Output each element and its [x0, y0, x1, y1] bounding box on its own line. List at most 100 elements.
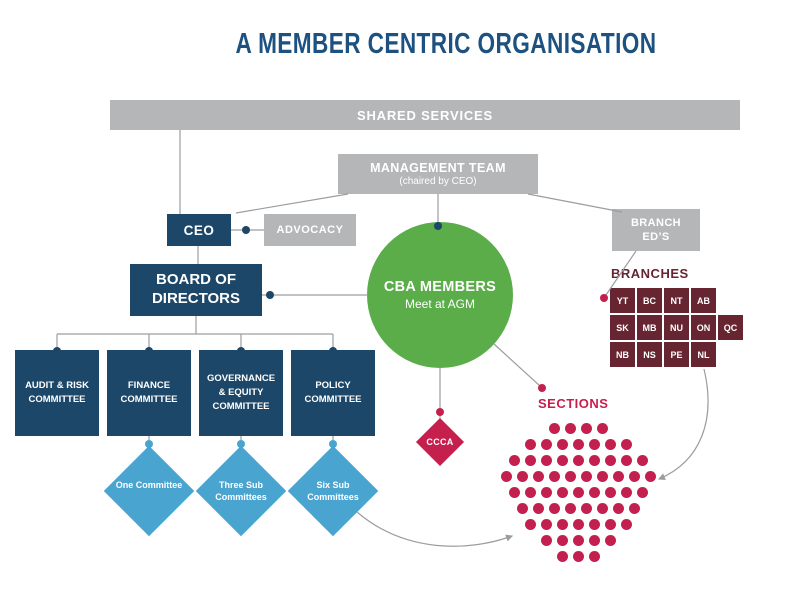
policy-committee-box: POLICY COMMITTEE [291, 350, 375, 436]
section-member-dot [548, 422, 560, 434]
audit-risk-committee-box: AUDIT & RISK COMMITTEE [15, 350, 99, 436]
sections-heading: SECTIONS [538, 396, 609, 411]
ceo-label: CEO [183, 222, 215, 238]
section-member-dot [572, 454, 584, 466]
ceo-box: CEO [167, 214, 231, 246]
cba-members-label: CBA MEMBERS [383, 279, 497, 295]
section-member-dot [612, 502, 624, 514]
governance-equity-committee-box: GOVERNANCE & EQUITY COMMITTEE [199, 350, 283, 436]
section-member-dot [556, 534, 568, 546]
management-team-label: MANAGEMENT TEAM [370, 161, 506, 175]
section-member-dot [540, 486, 552, 498]
section-member-dot [572, 534, 584, 546]
branch-cell: AB [691, 288, 716, 313]
branches-row-3: NB NS PE NL [610, 342, 743, 367]
section-member-dot [588, 454, 600, 466]
section-member-dot [556, 518, 568, 530]
board-of-directors-label: BOARD OF DIRECTORS [151, 271, 241, 307]
policy-committee-label: POLICY COMMITTEE [304, 380, 362, 405]
section-member-dot [620, 454, 632, 466]
section-member-dot [556, 486, 568, 498]
shared-services-label: SHARED SERVICES [356, 107, 493, 123]
branch-cell: NB [610, 342, 635, 367]
branch-eds-label-line1: BRANCH [630, 216, 682, 229]
branch-cell: NS [637, 342, 662, 367]
management-team-box: MANAGEMENT TEAM (chaired by CEO) [338, 154, 538, 194]
section-member-dot [540, 438, 552, 450]
management-team-subtitle: (chaired by CEO) [399, 176, 477, 187]
finance-committee-label: FINANCE COMMITTEE [120, 380, 178, 405]
branch-cell: SK [610, 315, 635, 340]
section-member-dot [604, 518, 616, 530]
three-sub-committees-label: Three Sub Committees [215, 480, 267, 503]
section-member-dot [516, 470, 528, 482]
governance-equity-committee-label: GOVERNANCE & EQUITY COMMITTEE [206, 373, 276, 412]
branches-row-2: SK MB NU ON QC [610, 315, 743, 340]
branch-cell: NU [664, 315, 689, 340]
section-member-dot [548, 502, 560, 514]
section-member-dot [620, 438, 632, 450]
section-member-dot [596, 422, 608, 434]
shared-services-box: SHARED SERVICES [110, 100, 740, 130]
section-member-dot [580, 502, 592, 514]
section-member-dot [580, 422, 592, 434]
section-member-dot [596, 502, 608, 514]
section-member-dot [580, 470, 592, 482]
section-member-dot [524, 486, 536, 498]
six-sub-committees-label: Six Sub Committees [307, 480, 359, 503]
section-member-dot [572, 518, 584, 530]
advocacy-label: ADVOCACY [276, 224, 344, 236]
section-member-dot [588, 534, 600, 546]
section-member-dot [556, 454, 568, 466]
section-member-dot [540, 534, 552, 546]
section-member-dot [540, 518, 552, 530]
branch-cell: QC [718, 315, 743, 340]
section-member-dot [548, 470, 560, 482]
section-member-dot [556, 438, 568, 450]
section-member-dot [532, 470, 544, 482]
section-member-dot [628, 502, 640, 514]
cba-members-subtitle: Meet at AGM [404, 297, 476, 311]
section-member-dot [612, 470, 624, 482]
branch-cell: NL [691, 342, 716, 367]
section-member-dot [564, 502, 576, 514]
section-member-dot [572, 550, 584, 562]
section-member-dot [604, 438, 616, 450]
cba-members-circle: CBA MEMBERS Meet at AGM [367, 222, 513, 368]
board-of-directors-box: BOARD OF DIRECTORS [130, 264, 262, 316]
section-member-dot [620, 518, 632, 530]
branches-grid: YT BC NT AB SK MB NU ON QC NB NS PE NL [610, 288, 743, 369]
section-member-dot [588, 550, 600, 562]
section-member-dot [564, 470, 576, 482]
section-member-dot [540, 454, 552, 466]
section-member-dot [572, 438, 584, 450]
branch-cell: ON [691, 315, 716, 340]
section-member-dot [524, 518, 536, 530]
branch-eds-box: BRANCH ED’S [612, 209, 700, 251]
section-member-dot [636, 454, 648, 466]
section-member-dot [604, 486, 616, 498]
section-member-dot [524, 454, 536, 466]
branch-cell: NT [664, 288, 689, 313]
page-title: A MEMBER CENTRIC ORGANISATION [235, 28, 657, 60]
ccca-label: CCCA [426, 437, 454, 447]
advocacy-box: ADVOCACY [264, 214, 356, 246]
branch-cell: PE [664, 342, 689, 367]
section-member-dot [604, 534, 616, 546]
finance-committee-box: FINANCE COMMITTEE [107, 350, 191, 436]
one-committee-label: One Committee [115, 480, 183, 490]
section-member-dot [588, 518, 600, 530]
branch-eds-label-line2: ED’S [642, 231, 670, 243]
section-member-dot [508, 454, 520, 466]
section-member-dot [644, 470, 656, 482]
section-member-dot [596, 470, 608, 482]
branch-cell: MB [637, 315, 662, 340]
section-member-dot [620, 486, 632, 498]
section-member-dot [508, 486, 520, 498]
section-member-dot [564, 422, 576, 434]
audit-risk-committee-label: AUDIT & RISK COMMITTEE [25, 380, 89, 405]
section-member-dot [572, 486, 584, 498]
section-member-dot [588, 438, 600, 450]
